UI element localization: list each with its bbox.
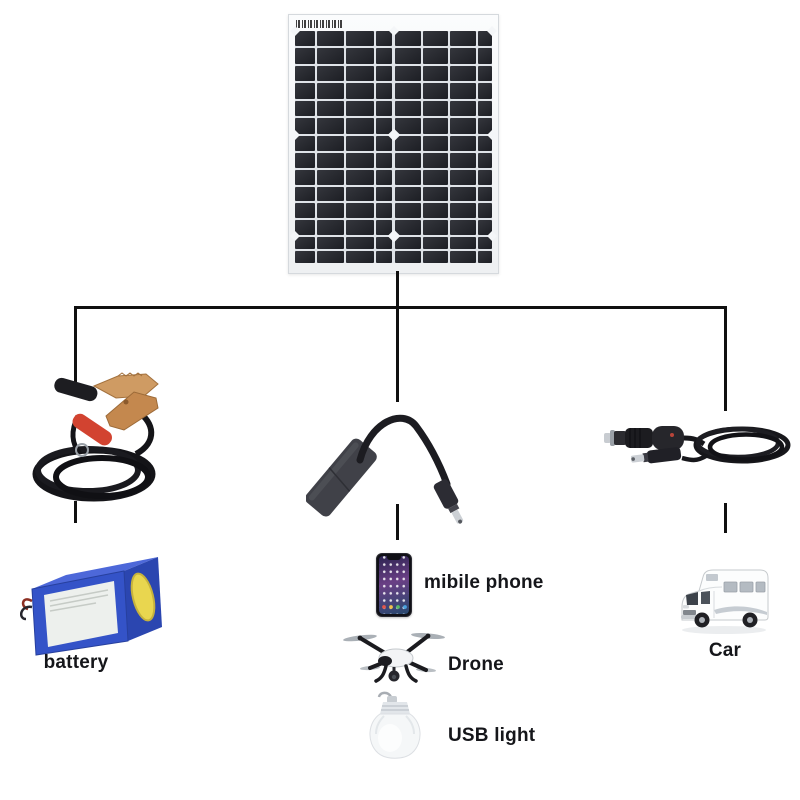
branch-center-line-lower [396,504,399,540]
branch-left-line-lower [74,501,77,523]
usb-light-label: USB light [448,725,536,746]
battery-label: battery [43,652,109,673]
dc-adapter-cable-icon [306,414,464,524]
rv-camper-icon [681,569,769,634]
branch-left-line-upper [74,306,77,392]
connector-stem-line [396,271,399,308]
battery-pack-icon [20,557,162,656]
solar-panel [288,14,499,274]
branch-center-line-upper [396,306,399,402]
car-charger-cable-icon [604,426,791,464]
smartphone-notch [387,556,401,560]
usb-bulb-icon [369,691,421,759]
smartphone-screen [379,556,409,614]
smartphone-icon [376,553,412,617]
drone-label: Drone [448,654,504,675]
drone-icon [343,633,445,683]
car-label: Car [708,640,742,661]
battery-clamps-cable-icon [32,372,159,502]
barcode-sticker [296,20,342,28]
branch-right-line-lower [724,503,727,533]
solar-cells-grid [290,26,497,263]
mobile-phone-label: mibile phone [424,572,544,593]
branch-right-line-upper [724,306,727,411]
connector-bus-line [74,306,727,309]
